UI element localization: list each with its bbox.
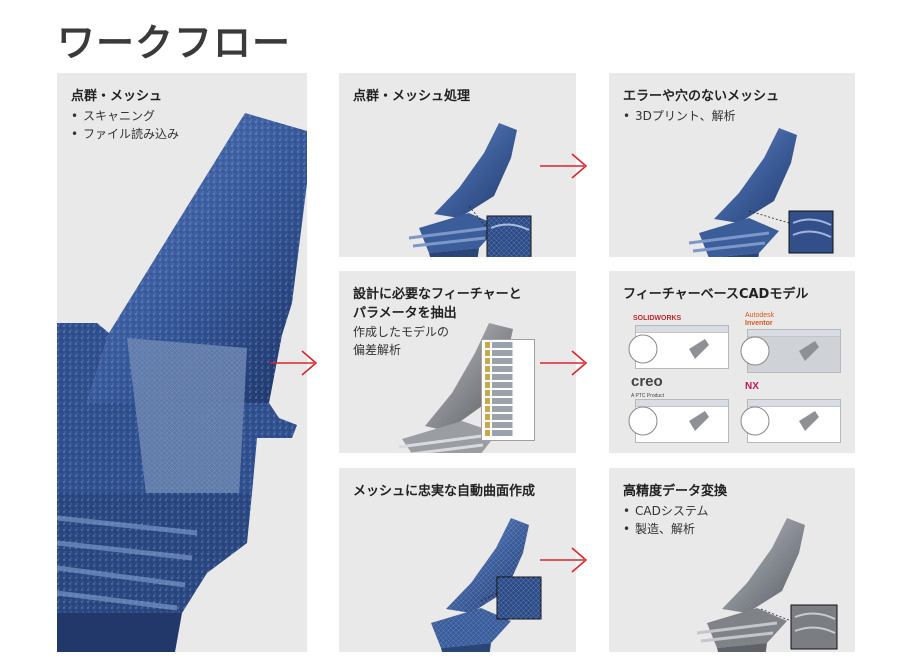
panel-extract: 設計に必要なフィーチャーと パラメータを抽出 作成したモデルの 偏差解析	[339, 271, 576, 453]
cad-converted-blade-image	[696, 518, 838, 652]
cad-preview-circles	[628, 334, 819, 436]
panel-clean-mesh: エラーや穴のないメッシュ •3Dプリント、解析	[609, 73, 855, 257]
creo-logo: creo A PTC Product	[631, 373, 665, 399]
panel-processing: 点群・メッシュ処理	[339, 73, 576, 257]
arrow-right-icon	[540, 350, 588, 376]
arrow-right-icon	[270, 350, 318, 376]
bullet-item: •ファイル読み込み	[71, 127, 180, 141]
panel-convert: 高精度データ変換 •CADシステム •製造、解析	[609, 468, 855, 652]
bullet-item: •スキャニング	[71, 109, 156, 123]
page-title: ワークフロー	[57, 21, 292, 65]
panel-auto-surface: メッシュに忠実な自動曲面作成	[339, 468, 576, 652]
panel-title: 点群・メッシュ	[71, 89, 163, 104]
auto-surface-blade-image	[431, 518, 542, 652]
bullet-item: •製造、解析	[623, 522, 696, 536]
panel-title: 高精度データ変換	[623, 484, 728, 499]
nx-logo: NX	[745, 381, 759, 392]
panel-description: 偏差解析	[353, 343, 402, 357]
solidworks-logo: SOLIDWORKS	[633, 315, 682, 322]
autodesk-logo: Autodesk Inventor	[745, 312, 775, 327]
panel-pointcloud: 点群・メッシュ •スキャニング •ファイル読み込み	[57, 73, 307, 652]
panel-description: 作成したモデルの	[353, 325, 450, 339]
arrow-right-icon	[540, 153, 588, 179]
pointcloud-blade-image	[57, 113, 307, 652]
panel-feature-cad: フィーチャーベースCADモデル SOLIDWORKS Autodesk Inve…	[609, 271, 855, 453]
arrow-right-icon	[540, 547, 588, 573]
panel-title: フィーチャーベースCADモデル	[623, 287, 809, 302]
panel-title: 設計に必要なフィーチャーと パラメータを抽出	[353, 287, 522, 321]
feature-tree-panel	[481, 339, 535, 441]
bullet-item: •3Dプリント、解析	[623, 109, 736, 123]
panel-title: 点群・メッシュ処理	[353, 89, 471, 104]
clean-mesh-blade-image	[688, 128, 834, 257]
panel-title: エラーや穴のないメッシュ	[623, 89, 780, 104]
panel-title: メッシュに忠実な自動曲面作成	[353, 484, 536, 499]
bullet-item: •CADシステム	[623, 504, 709, 518]
processed-blade-image	[408, 123, 532, 257]
